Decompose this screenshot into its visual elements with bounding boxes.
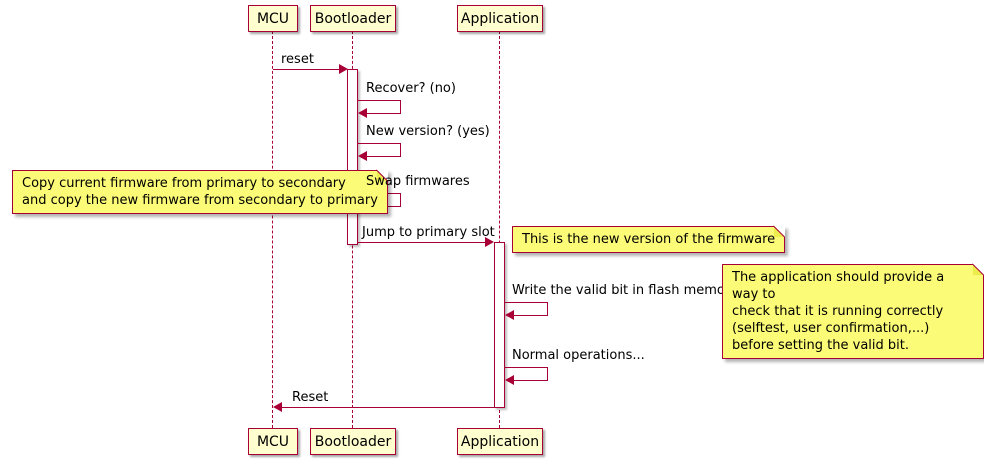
- participant-label: Bootloader: [314, 10, 392, 27]
- participant-label: Application: [460, 433, 540, 450]
- self-msg-line: [514, 380, 547, 381]
- arrowhead-right-icon: [339, 64, 348, 74]
- participant-application-top: Application: [457, 5, 543, 32]
- self-msg-line: [400, 100, 401, 114]
- message-jump-line: [358, 242, 485, 243]
- self-msg-line: [400, 193, 401, 207]
- self-msg-line: [367, 156, 400, 157]
- activation-bootloader: [347, 69, 358, 245]
- message-swap-label: Swap firmwares: [366, 174, 470, 189]
- participant-application-bottom: Application: [457, 428, 543, 455]
- message-reset-line: [273, 69, 339, 70]
- self-msg-line: [514, 315, 547, 316]
- note-copy-firmware: Copy current firmware from primary to se…: [12, 170, 388, 214]
- arrowhead-left-icon: [505, 375, 514, 385]
- note-valid-bit: The application should provide a way to …: [722, 264, 984, 359]
- participant-bootloader-bottom: Bootloader: [310, 428, 396, 455]
- self-msg-line: [358, 100, 400, 101]
- activation-application: [494, 242, 505, 408]
- message-write-valid-label: Write the valid bit in flash memory: [512, 283, 738, 298]
- participant-mcu-bottom: MCU: [248, 428, 298, 455]
- self-msg-line: [505, 367, 547, 368]
- message-normal-ops-label: Normal operations...: [512, 348, 645, 363]
- message-jump-label: Jump to primary slot: [362, 225, 495, 240]
- message-reset-label: reset: [281, 52, 314, 67]
- self-msg-line: [505, 302, 547, 303]
- message-reset-back-line: [282, 407, 494, 408]
- arrowhead-left-icon: [358, 108, 367, 118]
- self-msg-line: [547, 367, 548, 381]
- self-msg-line: [358, 143, 400, 144]
- message-recover-label: Recover? (no): [366, 81, 456, 96]
- arrowhead-left-icon: [358, 151, 367, 161]
- participant-label: Bootloader: [314, 433, 392, 450]
- participant-label: Application: [460, 10, 540, 27]
- self-msg-line: [547, 302, 548, 316]
- participant-bootloader-top: Bootloader: [310, 5, 396, 32]
- lifeline-mcu: [272, 31, 273, 428]
- message-reset-back-label: Reset: [292, 390, 329, 405]
- self-msg-line: [367, 113, 400, 114]
- lifeline-application: [499, 31, 500, 428]
- note-new-firmware: This is the new version of the firmware: [512, 226, 786, 253]
- participant-mcu-top: MCU: [248, 5, 298, 32]
- arrowhead-right-icon: [485, 237, 494, 247]
- arrowhead-left-icon: [273, 402, 282, 412]
- participant-label: MCU: [256, 10, 290, 27]
- arrowhead-left-icon: [505, 310, 514, 320]
- self-msg-line: [400, 143, 401, 157]
- participant-label: MCU: [256, 433, 290, 450]
- message-new-version-label: New version? (yes): [366, 124, 490, 139]
